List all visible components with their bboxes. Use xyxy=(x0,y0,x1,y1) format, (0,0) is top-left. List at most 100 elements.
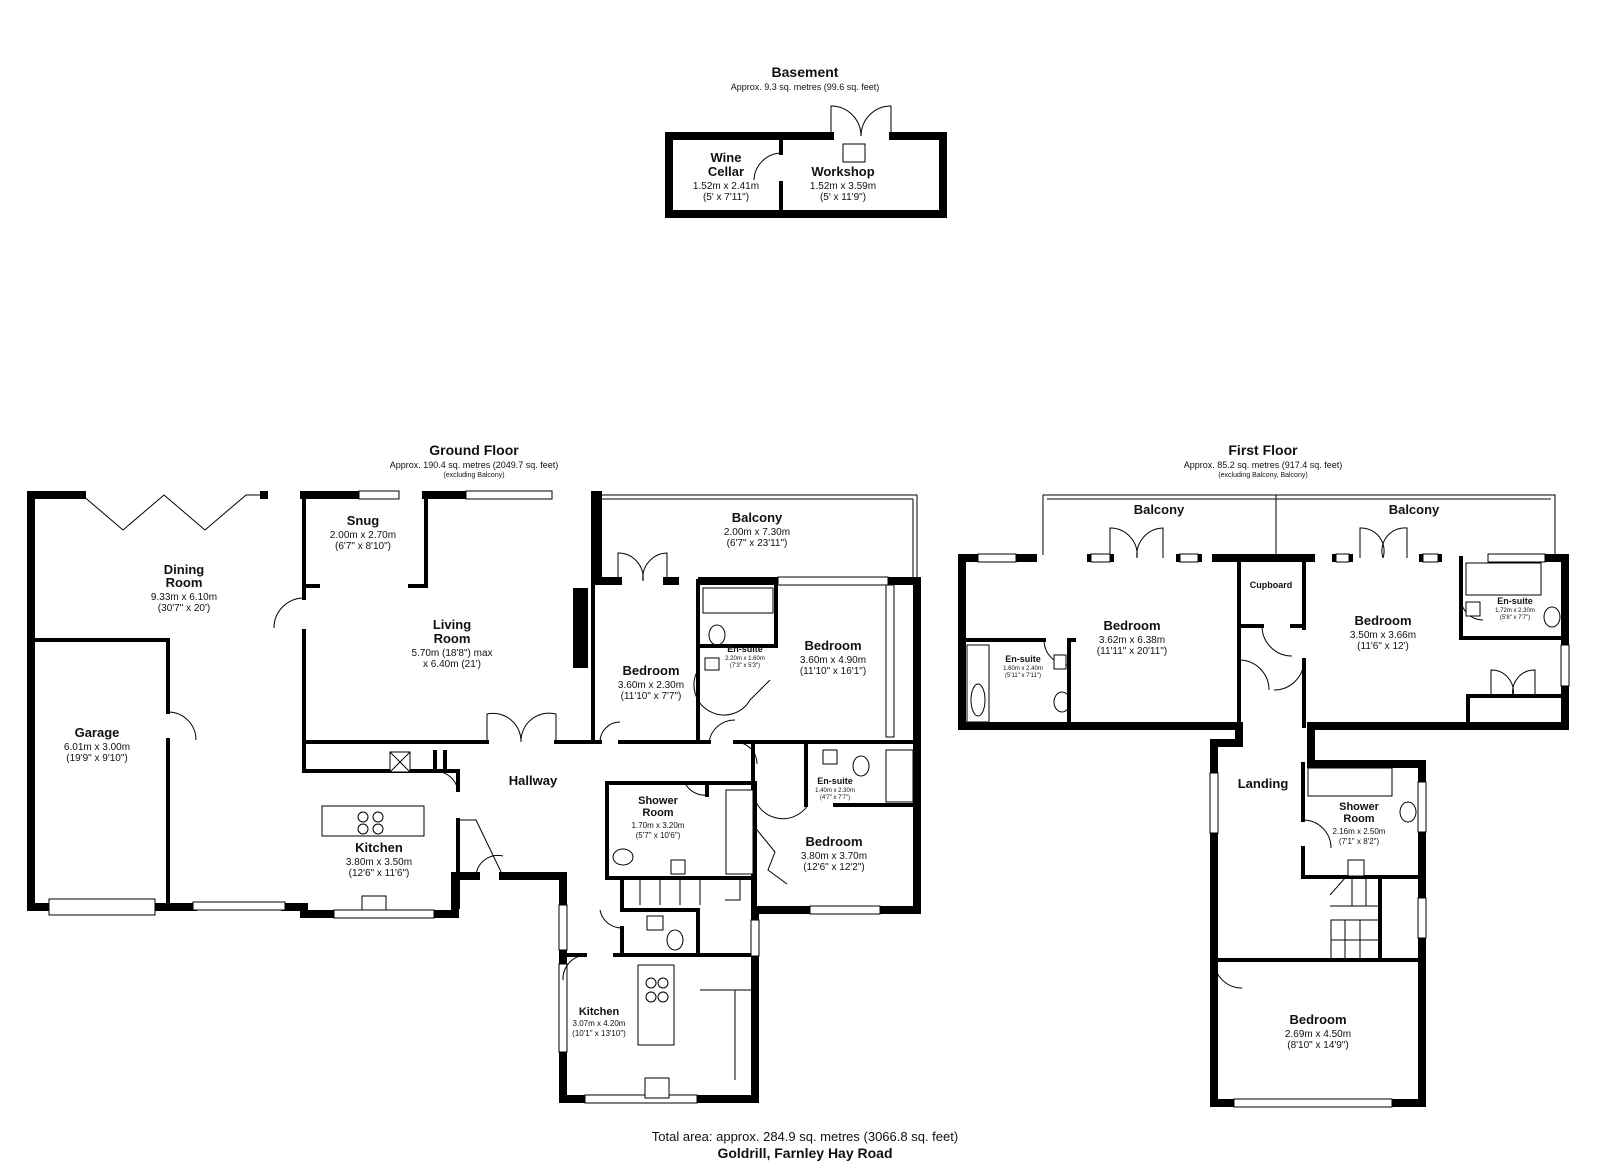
svg-text:Workshop: Workshop xyxy=(811,164,874,179)
room-hallway: Hallway xyxy=(509,773,558,788)
svg-text:Snug: Snug xyxy=(347,513,380,528)
room-workshop: Workshop 1.52m x 3.59m (5' x 11'9") xyxy=(810,164,876,203)
svg-text:3.07m x 4.20m: 3.07m x 4.20m xyxy=(573,1019,626,1028)
room-bedroom-3: Bedroom 3.80m x 3.70m (12'6" x 12'2") xyxy=(801,834,867,873)
svg-text:(10'1" x 13'10"): (10'1" x 13'10") xyxy=(572,1029,626,1038)
room-ensuite-1: En-suite 2.20m x 1.60m (7'3" x 5'3") xyxy=(725,644,765,669)
basement-plan: Basement Approx. 9.3 sq. metres (99.6 sq… xyxy=(665,64,947,218)
svg-text:(30'7" x 20'): (30'7" x 20') xyxy=(158,603,210,614)
svg-text:3.60m x 2.30m: 3.60m x 2.30m xyxy=(618,680,684,691)
room-snug: Snug 2.00m x 2.70m (6'7" x 8'10") xyxy=(330,513,396,552)
room-first-bedroom-left: Bedroom 3.62m x 6.38m (11'11" x 20'11") xyxy=(1097,618,1167,657)
svg-text:Cupboard: Cupboard xyxy=(1250,580,1293,590)
room-living: Living Room 5.70m (18'8") max x 6.40m (2… xyxy=(411,617,492,670)
svg-text:Shower: Shower xyxy=(638,795,678,807)
svg-text:(5'8" x 7'7"): (5'8" x 7'7") xyxy=(1500,615,1530,621)
svg-text:(12'6" x 11'6"): (12'6" x 11'6") xyxy=(349,868,410,879)
first-floor-area: Approx. 85.2 sq. metres (917.4 sq. feet) xyxy=(1184,460,1343,470)
svg-text:1.52m x 2.41m: 1.52m x 2.41m xyxy=(693,181,759,192)
svg-text:2.00m x 7.30m: 2.00m x 7.30m xyxy=(724,527,790,538)
svg-text:2.00m x 2.70m: 2.00m x 2.70m xyxy=(330,530,396,541)
svg-text:Shower: Shower xyxy=(1339,801,1379,813)
svg-text:9.33m x 6.10m: 9.33m x 6.10m xyxy=(151,592,217,603)
svg-text:Room: Room xyxy=(166,575,203,590)
svg-text:Bedroom: Bedroom xyxy=(622,663,679,678)
room-first-ensuite-left: En-suite 1.60m x 2.40m (5'11" x 7'11") xyxy=(1003,654,1043,679)
room-first-bedroom-right: Bedroom 3.50m x 3.66m (11'6" x 12') xyxy=(1350,613,1416,652)
svg-text:1.40m x 2.30m: 1.40m x 2.30m xyxy=(815,788,855,794)
ground-floor-title: Ground Floor xyxy=(429,442,519,458)
basement-walls xyxy=(665,105,947,218)
first-floor-walls xyxy=(958,554,1569,1107)
ground-balcony-outline xyxy=(598,494,918,581)
svg-text:Balcony: Balcony xyxy=(1134,502,1185,517)
svg-text:(11'11" x 20'11"): (11'11" x 20'11") xyxy=(1097,646,1167,657)
first-floor-windows xyxy=(977,553,1570,1108)
room-ensuite-2: En-suite 1.40m x 2.30m (4'7" x 7'7") xyxy=(815,776,855,801)
svg-text:3.50m x 3.66m: 3.50m x 3.66m xyxy=(1350,630,1416,641)
first-floor-fixtures xyxy=(966,562,1561,960)
svg-text:1.60m x 2.40m: 1.60m x 2.40m xyxy=(1003,666,1043,672)
ground-floor-walls xyxy=(27,491,921,1103)
svg-text:En-suite: En-suite xyxy=(817,776,853,786)
room-shower: Shower Room 1.70m x 3.20m (5'7" x 10'6") xyxy=(632,795,685,840)
first-floor-plan: First Floor Approx. 85.2 sq. metres (917… xyxy=(958,442,1570,1108)
svg-text:Bedroom: Bedroom xyxy=(1289,1012,1346,1027)
svg-text:(11'10" x 16'1"): (11'10" x 16'1") xyxy=(800,666,866,677)
ground-doors xyxy=(81,494,809,981)
svg-text:6.01m x 3.00m: 6.01m x 3.00m xyxy=(64,742,130,753)
room-dining: Dining Room 9.33m x 6.10m (30'7" x 20') xyxy=(151,562,217,614)
svg-text:2.20m x 1.60m: 2.20m x 1.60m xyxy=(725,656,765,662)
svg-text:(11'10" x 7'7"): (11'10" x 7'7") xyxy=(621,691,682,702)
svg-text:(8'10" x 14'9"): (8'10" x 14'9") xyxy=(1287,1040,1349,1051)
ground-floor-plan: Ground Floor Approx. 190.4 sq. metres (2… xyxy=(27,442,921,1104)
svg-text:x 6.40m (21'): x 6.40m (21') xyxy=(423,659,481,670)
svg-text:(5'11" x 7'11"): (5'11" x 7'11") xyxy=(1005,673,1041,679)
svg-text:Hallway: Hallway xyxy=(509,773,558,788)
room-wine-cellar: Wine Cellar 1.52m x 2.41m (5' x 7'11") xyxy=(693,150,759,203)
room-garage: Garage 6.01m x 3.00m (19'9" x 9'10") xyxy=(64,725,130,764)
first-floor-title: First Floor xyxy=(1228,442,1298,458)
ground-floor-note: (excluding Balcony) xyxy=(443,472,504,479)
svg-text:5.70m (18'8") max: 5.70m (18'8") max xyxy=(411,648,492,659)
svg-text:En-suite: En-suite xyxy=(1497,596,1533,606)
svg-text:Cellar: Cellar xyxy=(708,164,744,179)
svg-text:Room: Room xyxy=(642,807,673,819)
svg-text:(12'6" x 12'2"): (12'6" x 12'2") xyxy=(803,862,865,873)
svg-text:1.70m x 3.20m: 1.70m x 3.20m xyxy=(632,821,685,830)
svg-text:Room: Room xyxy=(1343,813,1374,825)
svg-text:Bedroom: Bedroom xyxy=(1103,618,1160,633)
svg-text:Kitchen: Kitchen xyxy=(579,1006,620,1018)
room-bedroom-large: Bedroom 3.60m x 4.90m (11'10" x 16'1") xyxy=(800,638,866,677)
svg-text:1.52m x 3.59m: 1.52m x 3.59m xyxy=(810,181,876,192)
footer: Total area: approx. 284.9 sq. metres (30… xyxy=(652,1129,958,1161)
svg-text:Wine: Wine xyxy=(711,150,742,165)
svg-text:(5'7" x 10'6"): (5'7" x 10'6") xyxy=(636,831,681,840)
svg-text:1.72m x 2.30m: 1.72m x 2.30m xyxy=(1495,608,1535,614)
room-first-landing: Landing xyxy=(1238,776,1289,791)
ground-windows xyxy=(48,490,895,1104)
basement-area: Approx. 9.3 sq. metres (99.6 sq. feet) xyxy=(731,82,880,92)
room-kitchen-2: Kitchen 3.07m x 4.20m (10'1" x 13'10") xyxy=(572,1006,626,1038)
room-first-shower: Shower Room 2.16m x 2.50m (7'1" x 8'2") xyxy=(1333,801,1386,846)
svg-text:3.60m x 4.90m: 3.60m x 4.90m xyxy=(800,655,866,666)
svg-text:Landing: Landing xyxy=(1238,776,1289,791)
room-first-cupboard: Cupboard xyxy=(1250,580,1293,590)
svg-text:Kitchen: Kitchen xyxy=(355,840,403,855)
svg-text:Bedroom: Bedroom xyxy=(1354,613,1411,628)
svg-text:(5' x 11'9"): (5' x 11'9") xyxy=(820,192,866,203)
room-kitchen-main: Kitchen 3.80m x 3.50m (12'6" x 11'6") xyxy=(346,840,412,879)
svg-text:3.80m x 3.70m: 3.80m x 3.70m xyxy=(801,851,867,862)
ground-floor-area: Approx. 190.4 sq. metres (2049.7 sq. fee… xyxy=(390,460,559,470)
svg-text:Dining: Dining xyxy=(164,562,204,577)
room-bedroom-small: Bedroom 3.60m x 2.30m (11'10" x 7'7") xyxy=(618,663,684,702)
svg-text:(6'7" x 23'11"): (6'7" x 23'11") xyxy=(727,538,788,549)
svg-text:En-suite: En-suite xyxy=(727,644,763,654)
svg-text:Balcony: Balcony xyxy=(732,510,783,525)
svg-text:(11'6" x 12'): (11'6" x 12') xyxy=(1357,641,1409,652)
svg-text:2.16m x 2.50m: 2.16m x 2.50m xyxy=(1333,827,1386,836)
room-first-ensuite-right: En-suite 1.72m x 2.30m (5'8" x 7'7") xyxy=(1495,596,1535,621)
svg-text:En-suite: En-suite xyxy=(1005,654,1041,664)
svg-text:(6'7" x 8'10"): (6'7" x 8'10") xyxy=(335,541,391,552)
